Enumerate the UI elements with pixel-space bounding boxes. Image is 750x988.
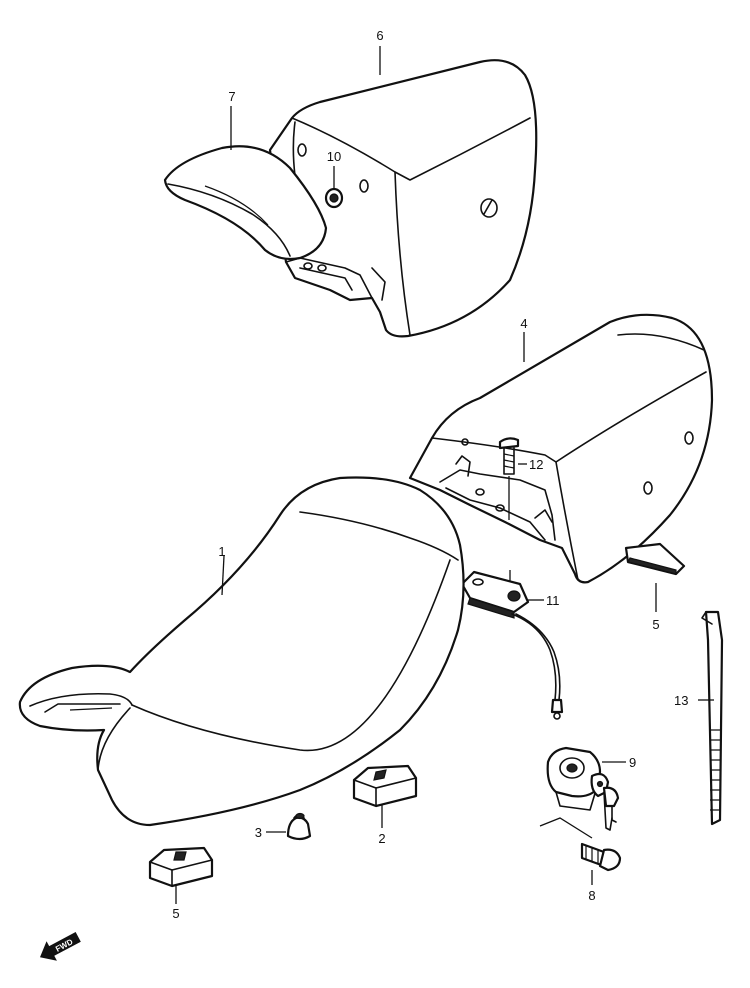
callout-9: 9 (629, 755, 636, 770)
part-5-strap-upper (624, 542, 686, 576)
part-3-cushion-stopper (286, 812, 312, 841)
callout-10: 8 (588, 888, 595, 903)
part-11-lock-bracket-cable (460, 570, 564, 720)
callout-2: 2 (378, 831, 385, 846)
callout-4: 4 (520, 316, 527, 331)
part-7-rear-seat-pad (163, 145, 328, 261)
forward-arrow-icon: FWD (40, 932, 81, 961)
callout-3: 3 (255, 825, 262, 840)
part-1-front-seat (18, 476, 465, 827)
leader-lines (175, 46, 714, 904)
part-6-seat-tail-cowl (268, 59, 538, 338)
part-5-cushion-block-lower (148, 846, 214, 888)
part-10-bolt (539, 817, 622, 872)
callout-5-lower: 5 (172, 906, 179, 921)
part-12-bolt (498, 437, 520, 592)
callout-12: 12 (529, 457, 543, 472)
part-4-passenger-seat (408, 313, 714, 584)
callout-6: 6 (376, 28, 383, 43)
callout-5-upper: 5 (652, 617, 659, 632)
callout-13: 13 (674, 693, 688, 708)
part-2-cushion-block (352, 764, 418, 808)
callout-11: 11 (546, 593, 560, 608)
part-8-grommet (324, 187, 344, 209)
part-9-seat-lock-set (546, 746, 620, 831)
part-13-cable-tie (701, 610, 724, 826)
callout-1: 1 (218, 544, 225, 559)
callout-labels: 6 7 10 4 12 1 11 5 13 9 3 2 5 8 (172, 28, 688, 921)
callout-7: 7 (228, 89, 235, 104)
callout-8: 10 (327, 149, 341, 164)
